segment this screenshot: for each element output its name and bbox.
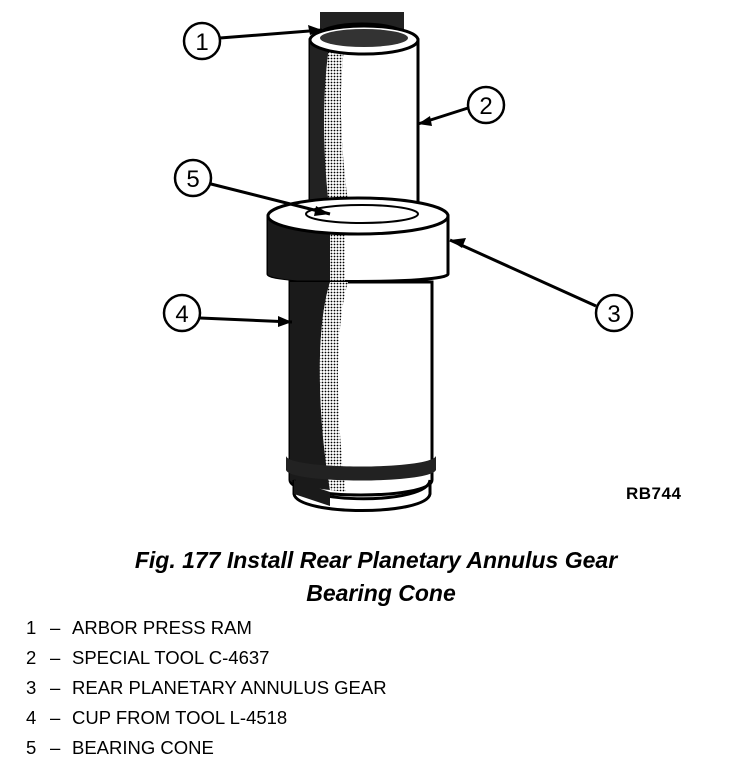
assembly-illustration: 1 2 5 3 4 (162, 12, 634, 512)
figure-reference-code: RB744 (626, 484, 682, 503)
legend-number: 4 (26, 707, 37, 728)
legend-number: 5 (26, 737, 37, 758)
legend-separator: – (50, 737, 61, 758)
legend-separator: – (50, 677, 61, 698)
parts-legend: 1–ARBOR PRESS RAM 2–SPECIAL TOOL C-4637 … (26, 617, 387, 767)
svg-text:4: 4 (175, 301, 188, 328)
caption-line-1: Fig. 177 Install Rear Planetary Annulus … (134, 547, 618, 573)
special-tool-cylinder (308, 24, 420, 218)
legend-item: 2–SPECIAL TOOL C-4637 (26, 647, 387, 677)
legend-label: SPECIAL TOOL C-4637 (72, 647, 270, 668)
legend-separator: – (50, 617, 61, 638)
svg-text:3: 3 (607, 301, 620, 328)
callout-5: 5 (173, 158, 331, 216)
caption-line-2: Bearing Cone (306, 580, 456, 606)
legend-number: 1 (26, 617, 37, 638)
legend-number: 2 (26, 647, 37, 668)
callout-2: 2 (417, 85, 506, 126)
legend-item: 1–ARBOR PRESS RAM (26, 617, 387, 647)
callout-3: 3 (449, 238, 634, 333)
legend-label: REAR PLANETARY ANNULUS GEAR (72, 677, 387, 698)
legend-item: 5–BEARING CONE (26, 737, 387, 767)
svg-text:2: 2 (479, 93, 492, 120)
cup-cylinder (286, 280, 436, 512)
legend-separator: – (50, 707, 61, 728)
annulus-gear (266, 196, 450, 283)
legend-item: 4–CUP FROM TOOL L-4518 (26, 707, 387, 737)
svg-text:5: 5 (186, 166, 199, 193)
figure-caption: Fig. 177 Install Rear Planetary Annulus … (0, 544, 752, 610)
callout-1: 1 (182, 21, 323, 61)
legend-number: 3 (26, 677, 37, 698)
legend-item: 3–REAR PLANETARY ANNULUS GEAR (26, 677, 387, 707)
callout-4: 4 (162, 293, 293, 333)
svg-text:1: 1 (195, 29, 208, 56)
legend-label: CUP FROM TOOL L-4518 (72, 707, 288, 728)
legend-label: BEARING CONE (72, 737, 214, 758)
legend-separator: – (50, 647, 61, 668)
legend-label: ARBOR PRESS RAM (72, 617, 252, 638)
